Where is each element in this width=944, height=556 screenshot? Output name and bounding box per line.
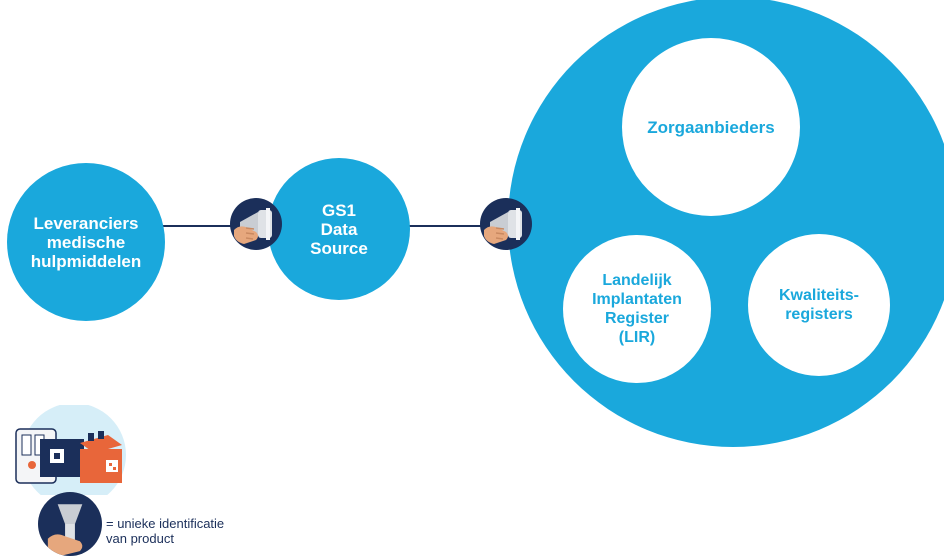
suppliers-label: Leveranciers medische hulpmiddelen bbox=[30, 213, 142, 271]
connector-gs1-network bbox=[405, 225, 525, 227]
lir-label: Landelijk Implantaten Register (LIR) bbox=[592, 272, 682, 346]
care-providers-label: Zorgaanbieders bbox=[647, 117, 775, 137]
barcode-scanner-icon bbox=[480, 198, 532, 250]
gs1-label: GS1 Data Source bbox=[310, 200, 368, 258]
medical-product-package-icon bbox=[10, 403, 130, 507]
connector-suppliers-gs1 bbox=[160, 225, 280, 227]
barcode-scanner-icon bbox=[230, 198, 282, 250]
quality-registers-node: Kwaliteits- registers bbox=[748, 234, 890, 376]
quality-registers-label: Kwaliteits- registers bbox=[778, 287, 859, 323]
suppliers-node: Leveranciers medische hulpmiddelen bbox=[7, 163, 165, 321]
barcode-scanner-icon bbox=[38, 492, 102, 556]
legend-label: = unieke identificatie van product bbox=[106, 516, 225, 546]
lir-node: Landelijk Implantaten Register (LIR) bbox=[563, 235, 711, 383]
care-providers-node: Zorgaanbieders bbox=[622, 38, 800, 216]
gs1-data-source-node: GS1 Data Source bbox=[268, 158, 410, 300]
